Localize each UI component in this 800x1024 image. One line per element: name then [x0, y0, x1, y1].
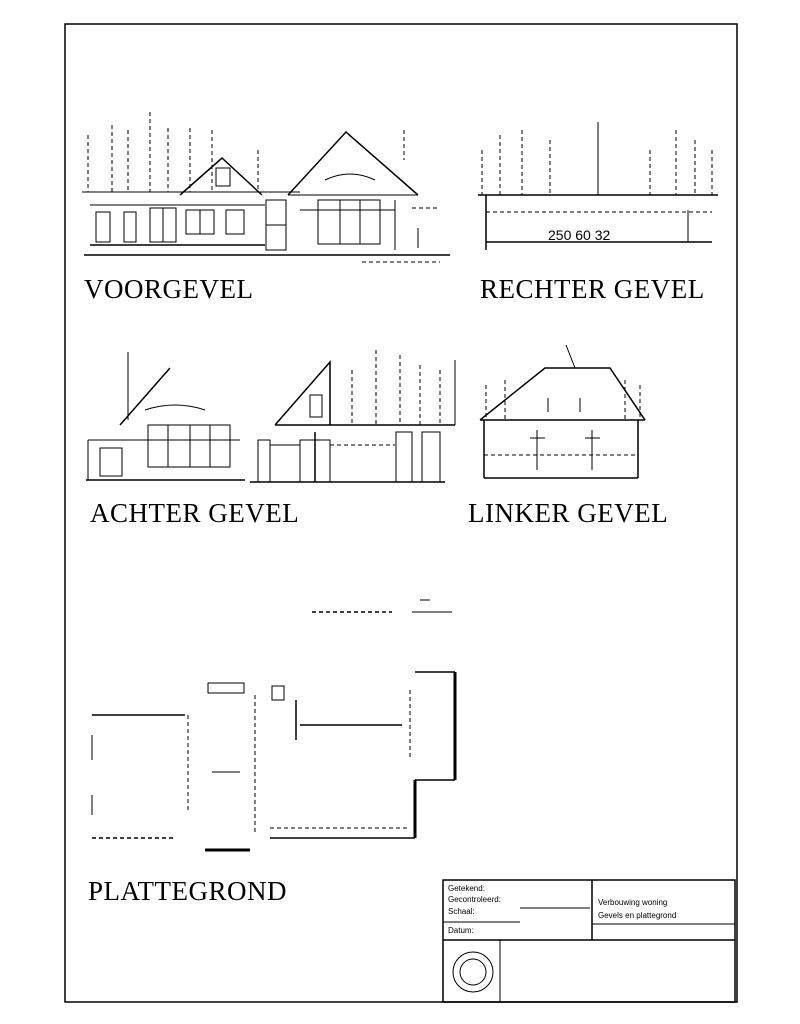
right-elevation-dimension: 250 60 32 [548, 227, 610, 243]
title-block-gecontroleerd: Gecontroleerd: [448, 895, 501, 904]
rear-elevation-label: ACHTER GEVEL [90, 498, 299, 528]
drawing-border [64, 23, 738, 1003]
floor-plan [91, 599, 457, 852]
floor-plan-label: PLATTEGROND [88, 876, 287, 906]
title-block: Getekend: Gecontroleerd: Schaal: Datum: … [442, 879, 736, 1003]
right-elevation: 250 60 32 [478, 122, 718, 250]
title-block-project: Verbouwing woning [598, 898, 667, 907]
title-block-subject: Gevels en plattegrond [598, 911, 676, 920]
front-elevation [82, 112, 450, 263]
rear-elevation [86, 350, 456, 483]
right-elevation-label: RECHTER GEVEL [480, 274, 705, 304]
left-elevation-label: LINKER GEVEL [468, 498, 668, 528]
title-block-datum: Datum: [448, 926, 474, 935]
title-block-getekend: Getekend: [448, 884, 485, 893]
front-elevation-label: VOORGEVEL [84, 274, 253, 304]
left-elevation [479, 344, 646, 479]
title-block-schaal: Schaal: [448, 907, 475, 916]
